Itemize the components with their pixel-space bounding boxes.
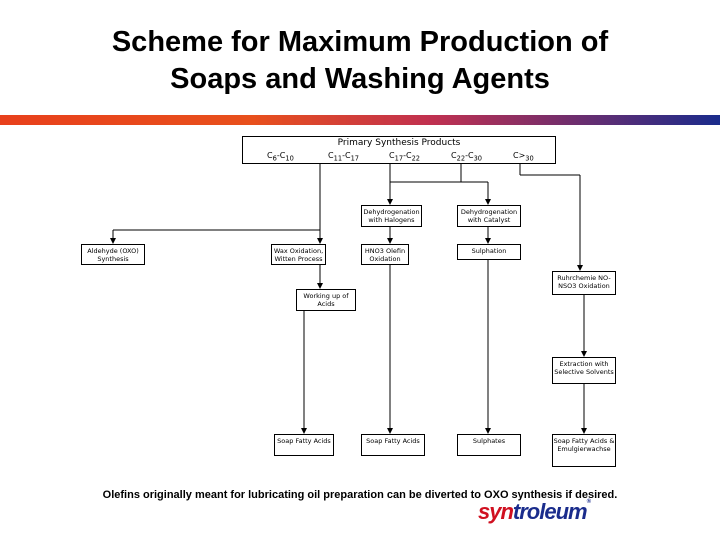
dehydrogenation-halogens-box: Dehydrogenation with Halogens xyxy=(361,205,422,227)
oxo-synthesis-box: Aldehyde (OXO) Synthesis xyxy=(81,244,145,265)
color-band xyxy=(0,115,720,125)
primary-products-header: Primary Synthesis Products C6-C10 C11-C1… xyxy=(242,136,556,164)
title-line-1: Scheme for Maximum Production of xyxy=(111,26,609,58)
soap-fatty-acids-box-2: Soap Fatty Acids xyxy=(361,434,425,456)
soap-fatty-acids-box-1: Soap Fatty Acids xyxy=(274,434,334,456)
sulphates-box: Sulphates xyxy=(457,434,521,456)
dehydrogenation-catalyst-box: Dehydrogenation with Catalyst xyxy=(457,205,521,227)
fraction-c-over-30: C>30 xyxy=(513,151,534,163)
footnote: Olefins originally meant for lubricating… xyxy=(102,489,618,501)
wax-oxidation-box: Wax Oxidation, Witten Process xyxy=(271,244,326,265)
ruhrchemie-oxidation-box: Ruhrchemie NO-NSO3 Oxidation xyxy=(552,271,616,295)
selective-solvent-extraction-box: Extraction with Selective Solvents xyxy=(552,357,616,384)
header-title: Primary Synthesis Products xyxy=(337,138,461,148)
logo-part-1: syn xyxy=(478,499,514,524)
syntroleum-logo: syntroleum® xyxy=(478,499,592,525)
working-up-acids-box: Working up of Acids xyxy=(296,289,356,311)
title-line-2: Soaps and Washing Agents xyxy=(170,63,550,95)
logo-part-2: troleum xyxy=(512,499,588,524)
fraction-c22-c30: C22-C30 xyxy=(451,151,483,163)
soap-fatty-acids-emulgierwachse-box: Soap Fatty Acids & Emulgierwachse xyxy=(552,434,616,467)
sulphation-box: Sulphation xyxy=(457,244,521,260)
logo-registered-mark: ® xyxy=(586,499,592,505)
fraction-c17-c22: C17-C22 xyxy=(389,151,421,163)
fraction-c11-c17: C11-C17 xyxy=(328,151,360,163)
hno3-olefin-oxidation-box: HNO3 Olefin Oxidation xyxy=(361,244,409,265)
fraction-c6-c10: C6-C10 xyxy=(267,151,294,163)
page-title: Scheme for Maximum Production of Soaps a… xyxy=(0,24,720,98)
